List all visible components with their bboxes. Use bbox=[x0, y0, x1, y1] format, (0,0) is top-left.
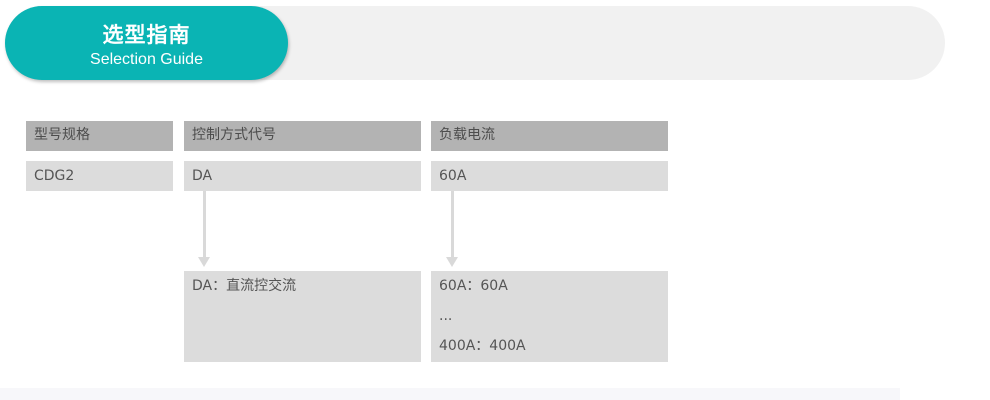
value-load-current: 60A bbox=[431, 161, 668, 191]
header-control-code: 控制方式代号 bbox=[184, 121, 421, 151]
bottom-divider bbox=[0, 388, 900, 400]
current-detail-box: 60A：60A ... 400A：400A bbox=[431, 271, 668, 362]
header-load-current: 负载电流 bbox=[431, 121, 668, 151]
down-arrow-icon bbox=[446, 191, 458, 267]
current-detail-line: 60A：60A bbox=[439, 278, 508, 294]
selection-guide-banner: 选型指南 Selection Guide bbox=[5, 6, 288, 80]
current-detail-line: 400A：400A bbox=[439, 338, 526, 354]
value-model: CDG2 bbox=[26, 161, 173, 191]
control-detail-box: DA：直流控交流 bbox=[184, 271, 421, 362]
banner-subtitle: Selection Guide bbox=[90, 51, 203, 68]
banner-title: 选型指南 bbox=[102, 23, 191, 47]
value-control-code: DA bbox=[184, 161, 421, 191]
down-arrow-icon bbox=[198, 191, 210, 267]
header-model-spec: 型号规格 bbox=[26, 121, 173, 151]
control-detail-line: DA：直流控交流 bbox=[192, 278, 297, 294]
current-detail-line: ... bbox=[439, 308, 453, 324]
